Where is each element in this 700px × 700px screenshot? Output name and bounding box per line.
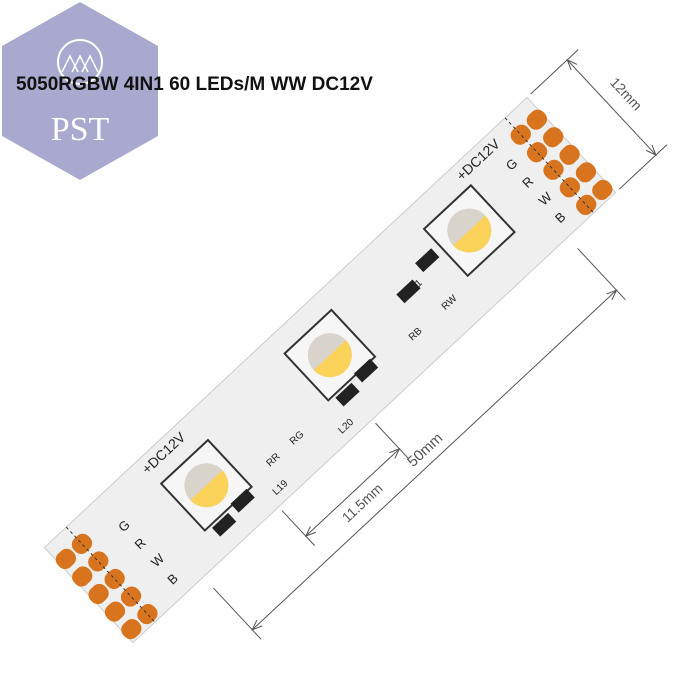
length-dimension xyxy=(213,248,626,640)
product-title: 5050RGBW 4IN1 60 LEDs/M WW DC12V xyxy=(16,74,373,95)
pst-logo: PST xyxy=(2,2,158,180)
resistor xyxy=(353,358,379,383)
pitch-label: 11.5mm xyxy=(339,480,386,525)
solder-pad xyxy=(104,601,126,622)
cut-line xyxy=(65,526,156,623)
resistor xyxy=(415,248,440,273)
resistor xyxy=(211,512,237,537)
solder-pad xyxy=(592,179,613,200)
led-warm-white xyxy=(313,340,352,378)
resistor xyxy=(230,488,255,513)
solder-pad xyxy=(72,566,93,587)
resistor xyxy=(396,279,421,304)
led-warm-white xyxy=(190,470,229,508)
solder-pad xyxy=(88,583,109,605)
solder-pad xyxy=(121,619,142,640)
led-warm-white xyxy=(453,215,492,253)
logo-text: PST xyxy=(51,111,110,148)
width-dimension xyxy=(530,49,668,190)
solder-pad xyxy=(55,548,77,569)
solder-pad xyxy=(559,144,580,165)
solder-pad xyxy=(575,162,597,183)
width-label: 12mm xyxy=(607,74,645,113)
solder-pad xyxy=(526,109,547,130)
cut-line xyxy=(504,117,595,214)
pitch-dimension xyxy=(281,422,409,546)
length-label: 50mm xyxy=(404,430,446,471)
resistor xyxy=(335,382,360,407)
solder-pad xyxy=(543,127,564,148)
